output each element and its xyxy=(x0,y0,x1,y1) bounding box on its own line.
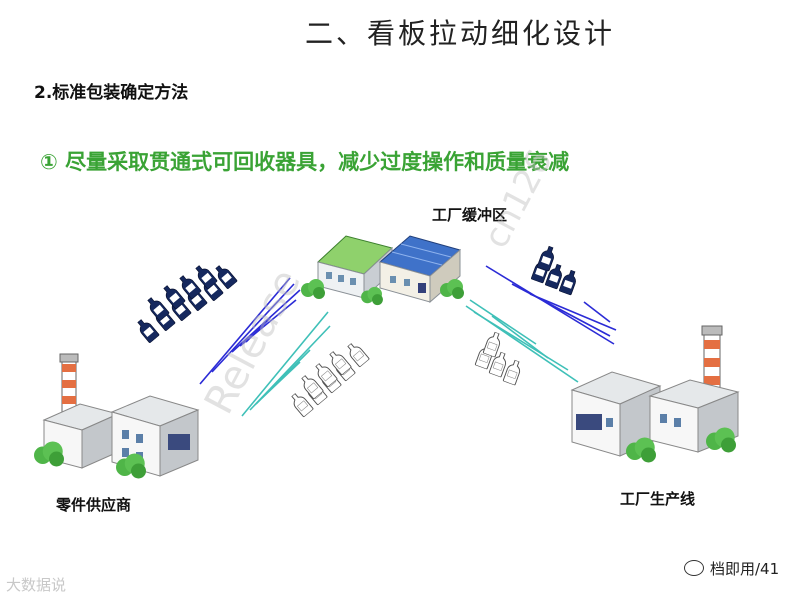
node-label-supplier: 零件供应商 xyxy=(56,496,132,514)
footer-watermark: 大数据说 xyxy=(6,576,67,594)
section-heading: 2.标准包装确定方法 xyxy=(34,83,189,103)
factory-icon-production xyxy=(570,325,740,463)
empty-container-icon xyxy=(288,340,370,418)
full-container-icon-right xyxy=(530,244,580,296)
footer-account-text: 档即用/41 xyxy=(710,560,780,578)
principle-statement: ① 尽量采取贯通式可回收器具，减少过度操作和质量衰减 xyxy=(40,150,570,174)
node-label-production-line: 工厂生产线 xyxy=(620,490,696,508)
wechat-icon xyxy=(684,560,704,576)
full-container-icon xyxy=(134,262,238,344)
empty-flow-line-to-buffer xyxy=(465,299,579,383)
node-label-buffer: 工厂缓冲区 xyxy=(432,206,508,224)
footer-account: 档即用/41 xyxy=(684,558,779,579)
warehouse-icon xyxy=(301,235,464,306)
slide-title: 二、看板拉动细化设计 xyxy=(304,17,615,50)
full-flow-supplier-to-buffer xyxy=(199,277,301,385)
empty-flow-buffer-to-supplier xyxy=(241,311,331,417)
factory-icon xyxy=(34,353,200,479)
full-flow-buffer-to-line xyxy=(485,265,617,345)
